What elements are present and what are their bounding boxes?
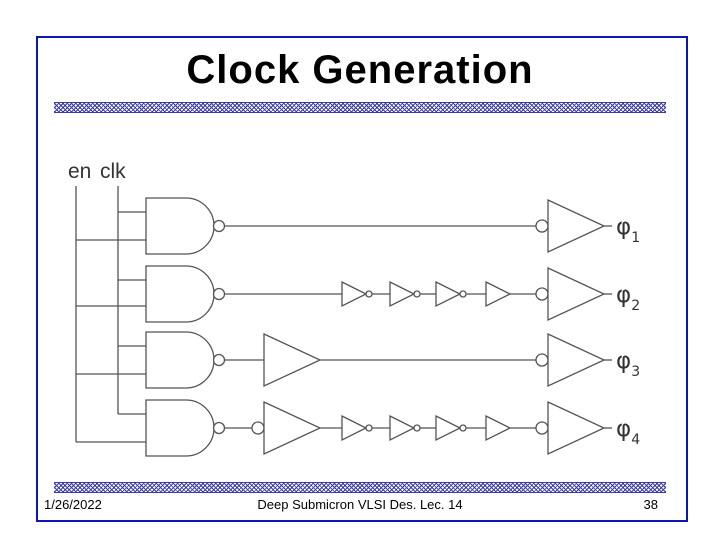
delay-bubble-2c [459, 290, 467, 298]
buffer-bubble-3 [535, 353, 549, 367]
nand-bubble-2 [212, 287, 226, 301]
phi3-label: φ3 [616, 348, 640, 380]
row-phi3 [76, 331, 612, 389]
delay-inverter-4b [389, 414, 416, 442]
bottom-divider [54, 482, 666, 493]
delay-inverter-4c [435, 414, 462, 442]
top-divider [54, 102, 666, 113]
delay-inverter-2c [435, 280, 462, 308]
delay-bubble-4c [459, 424, 467, 432]
phi4-label: φ4 [616, 416, 640, 448]
row-phi2 [76, 265, 612, 323]
row-phi1 [76, 197, 612, 255]
nand-bubble-3 [212, 353, 226, 367]
delay-inverter-4d [485, 414, 512, 442]
phi1-label: φ1 [616, 214, 640, 246]
slide-frame [36, 36, 688, 522]
output-buffer-4 [547, 400, 606, 456]
clk-label: clk [100, 160, 126, 183]
nand-bubble-4 [212, 421, 226, 435]
footer-page-number: 38 [643, 497, 658, 512]
delay-buffer-3 [263, 332, 322, 388]
delay-bubble-2b [413, 290, 421, 298]
footer-date: 1/26/2022 [44, 497, 102, 512]
nand-gate-2 [145, 265, 215, 323]
delay-inverter-2d [485, 280, 512, 308]
nand-gate-3 [145, 331, 215, 389]
delay-inverter-2b [389, 280, 416, 308]
slide-title: Clock Generation [186, 48, 534, 92]
output-buffer-2 [547, 266, 606, 322]
row-phi4 [76, 399, 612, 457]
output-buffer-3 [547, 332, 606, 388]
buffer-bubble-1 [535, 219, 549, 233]
buffer-bubble-2 [535, 287, 549, 301]
delay-bubble-4b [413, 424, 421, 432]
delay-buffer-4 [263, 400, 322, 456]
delay-bubble-2a [365, 290, 373, 298]
en-label: en [68, 160, 91, 183]
buffer-bubble-4 [535, 421, 549, 435]
delay-inverter-4a [341, 414, 368, 442]
footer-course-title: Deep Submicron VLSI Des. Lec. 14 [257, 497, 463, 512]
delay-buffer-bubble-4 [251, 421, 265, 435]
nand-gate-4 [145, 399, 215, 457]
delay-inverter-2a [341, 280, 368, 308]
phi2-label: φ2 [616, 282, 640, 314]
nand-gate-1 [145, 197, 215, 255]
delay-bubble-4a [365, 424, 373, 432]
nand-bubble-1 [212, 219, 226, 233]
output-buffer-1 [547, 198, 606, 254]
